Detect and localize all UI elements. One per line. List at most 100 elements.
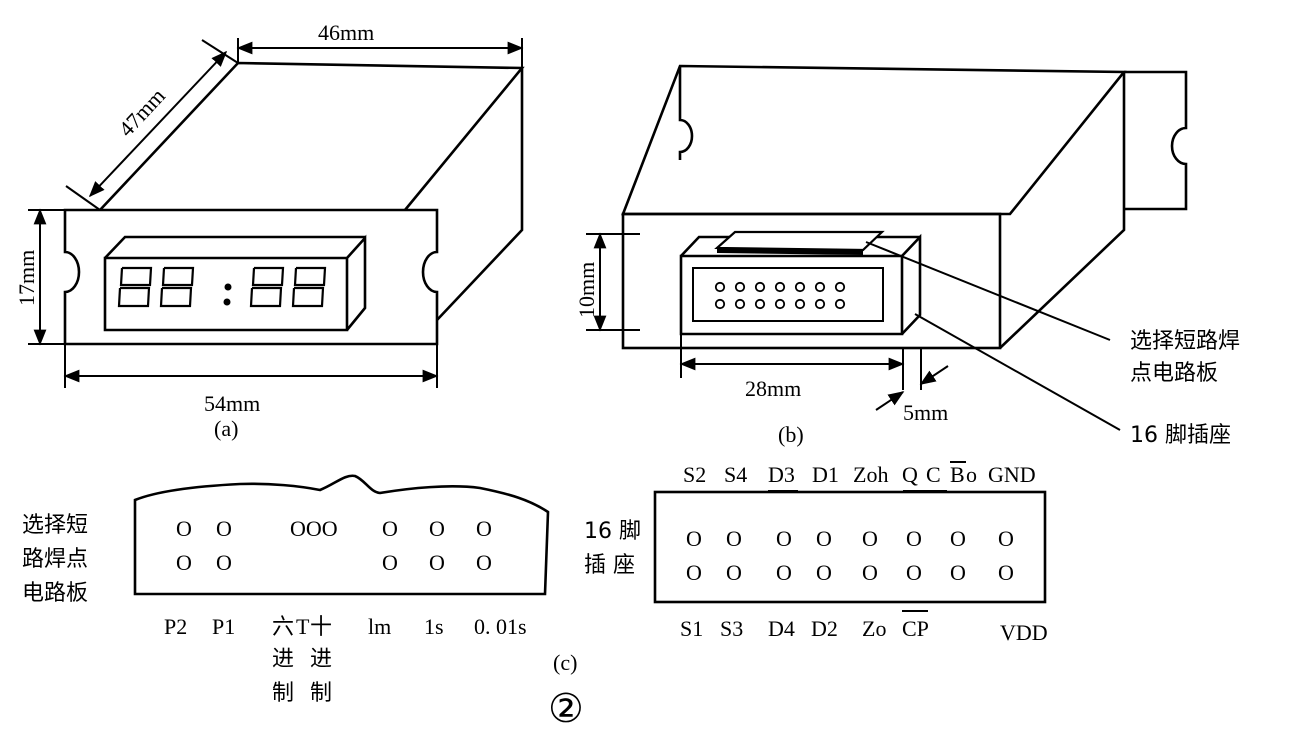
label-001s: 0. 01s (474, 614, 527, 639)
jumper-board (714, 230, 885, 252)
pin-label-c: C (926, 462, 941, 487)
figure-number: ② (548, 686, 584, 732)
colon-dot-bottom (223, 298, 231, 306)
pin-label-b: B (950, 462, 965, 487)
dim-label-height: 17mm (14, 250, 39, 306)
socket-inner (692, 267, 884, 322)
colon-dot-top (224, 283, 232, 291)
label-t: T (296, 614, 310, 639)
socket-label-line1: 16 脚 (584, 519, 641, 544)
callout-jumper-line2: 点电路板 (1130, 361, 1218, 386)
ext-line-depth-bottom (65, 185, 101, 211)
label-hex-2: 进 (272, 647, 294, 672)
board-label-line1: 选择短 (22, 513, 88, 538)
figure-b: 10mm 28mm 5mm 选择短路焊 点电路板 16 脚插座 (b) (574, 64, 1240, 448)
socket-pin: O (816, 526, 832, 551)
pin-label-gnd: GND (988, 462, 1036, 487)
caption-a: (a) (214, 416, 238, 441)
socket-label-line2: 插 座 (584, 553, 635, 578)
digit-1 (117, 266, 153, 308)
jumper-board-edge (717, 248, 863, 255)
socket-hole (754, 281, 766, 293)
label-dec-1: 十 (310, 615, 332, 640)
pin-label-s2: S2 (683, 462, 706, 487)
socket-16pin (679, 230, 922, 336)
socket-hole (714, 281, 726, 293)
board-label-line3: 电路板 (22, 581, 88, 606)
label-hex-1: 六 (272, 615, 294, 640)
socket-holes (714, 281, 846, 310)
socket-hole (754, 298, 766, 310)
pad-r1-001s: O (476, 516, 492, 541)
pin-label-zo: Zo (862, 616, 886, 641)
dim-label-top: 46mm (318, 20, 374, 45)
caption-c: (c) (553, 650, 577, 675)
dim-line-depth (88, 50, 228, 198)
socket-pin: O (776, 560, 792, 585)
pin-label-d4: D4 (768, 616, 795, 641)
label-dec-2: 进 (310, 647, 332, 672)
digit-2 (159, 266, 195, 308)
socket-pin: O (816, 560, 832, 585)
label-dec-3: 制 (310, 681, 332, 706)
socket-pin: O (906, 526, 922, 551)
socket-pin: O (950, 526, 966, 551)
label-p2: P2 (164, 614, 187, 639)
box-top-a (99, 61, 525, 211)
dim-label-depth: 47mm (113, 83, 170, 141)
digit-3 (249, 266, 285, 308)
socket-pin: O (686, 526, 702, 551)
dim-label-b-gap: 5mm (903, 400, 948, 425)
socket-hole (834, 298, 846, 310)
socket-hole (734, 298, 746, 310)
socket-pin: O (950, 560, 966, 585)
display-box-a (103, 234, 367, 332)
dim-label-b-height: 10mm (574, 262, 599, 318)
dim-arrow-5mm-left (875, 391, 905, 411)
socket-pin: O (906, 560, 922, 585)
dim-label-bottom: 54mm (204, 391, 260, 416)
board-label-line2: 路焊点 (22, 547, 88, 572)
socket-pin: O (862, 560, 878, 585)
pin-label-q: Q (902, 462, 918, 487)
front-plate-b (621, 212, 1002, 350)
socket-pin: O (686, 560, 702, 585)
pad-r2-1m: O (382, 550, 398, 575)
pad-r2-1s: O (429, 550, 445, 575)
label-p1: P1 (212, 614, 235, 639)
socket-hole (814, 298, 826, 310)
pin-label-d1: D1 (812, 462, 839, 487)
seven-segment-display (117, 266, 327, 308)
pad-r1-1m: O (382, 516, 398, 541)
socket-hole (794, 281, 806, 293)
pad-r2-p1: O (216, 550, 232, 575)
socket-pin: O (776, 526, 792, 551)
socket-pin: O (998, 526, 1014, 551)
pad-r1-1s: O (429, 516, 445, 541)
callout-line-socket (914, 313, 1121, 431)
back-plate-b (678, 66, 1188, 211)
socket-pin: O (726, 560, 742, 585)
pad-r2-p2: O (176, 550, 192, 575)
socket-hole (774, 298, 786, 310)
box-side-b (999, 72, 1126, 349)
pad-r2-001s: O (476, 550, 492, 575)
pin-label-s1: S1 (680, 616, 703, 641)
digit-4 (291, 266, 327, 308)
pin-label-zoh: Zoh (853, 462, 888, 487)
figure-a: 46mm 47mm 17mm 54mm (a) (14, 20, 525, 441)
figure-c-board: 选择短 路焊点 电路板 O O OOO O O O O O O O O P2 P… (22, 474, 550, 706)
callout-socket: 16 脚插座 (1130, 423, 1231, 448)
socket-hole (814, 281, 826, 293)
label-hex-3: 制 (272, 681, 294, 706)
pin-label-s4: S4 (724, 462, 747, 487)
socket-outline-c (653, 490, 1047, 604)
socket-pin: O (862, 526, 878, 551)
socket-hole (794, 298, 806, 310)
socket-hole (834, 281, 846, 293)
socket-hole (734, 281, 746, 293)
dim-arrow-5mm-right (919, 365, 949, 385)
